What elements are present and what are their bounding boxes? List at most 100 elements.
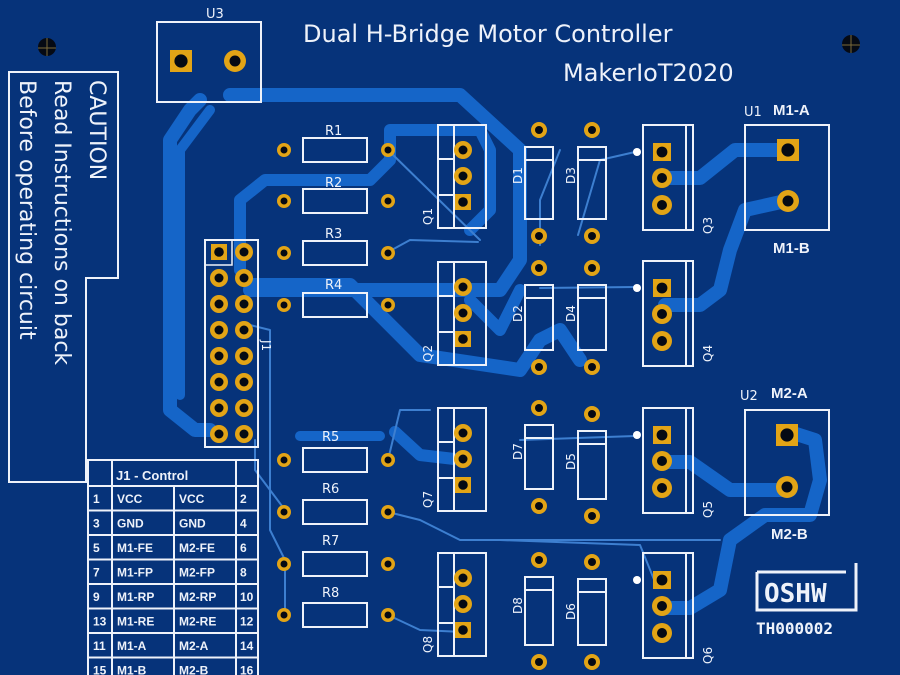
transistor-outline-left-3 (437, 407, 487, 512)
drill-hole (458, 334, 468, 344)
drill-hole (535, 126, 543, 134)
pinout-left-signal: GND (117, 517, 144, 531)
drill-hole (280, 301, 288, 309)
pinout-left-signal: M1-FP (117, 566, 153, 580)
caution-box: CAUTION Read Instructions on back Before… (8, 71, 119, 483)
resistor-body-r5 (302, 447, 368, 473)
diode-body-8 (577, 578, 607, 646)
oshw-logo-text: OSHW (764, 579, 827, 609)
drill-hole (781, 481, 793, 493)
diode-body-6 (577, 430, 607, 500)
drill-hole (657, 200, 667, 210)
label-d7: D7 (511, 443, 525, 460)
drill-hole (384, 146, 392, 154)
drill-hole (239, 299, 249, 309)
resistor-body-r4 (302, 292, 368, 318)
u3-outline (156, 21, 262, 103)
diode-body-1 (524, 146, 554, 220)
drill-hole (535, 502, 543, 510)
diode-body-3 (524, 284, 554, 351)
drill-hole (535, 556, 543, 564)
motor2-a-trace (658, 455, 797, 497)
drill-hole (458, 573, 468, 583)
drill-hole (280, 456, 288, 464)
drill-hole (656, 146, 668, 158)
q7-trace (389, 426, 469, 466)
drill-hole (280, 146, 288, 154)
pinout-left-signal: M1-A (117, 639, 147, 653)
label-r7: R7 (322, 534, 339, 549)
drill-hole (458, 480, 468, 490)
pinout-left-pin: 9 (93, 590, 100, 604)
signal-r8-q8 (387, 614, 464, 633)
drill-hole (535, 404, 543, 412)
drill-hole (657, 483, 667, 493)
via (633, 148, 641, 156)
drill-hole (657, 309, 667, 319)
drill-hole (657, 456, 667, 466)
drill-hole (656, 282, 668, 294)
label-q8: Q8 (421, 636, 435, 653)
transistor-outline-left-4 (437, 552, 487, 657)
label-u1: U1 (744, 105, 762, 120)
pinout-left-pin: 13 (93, 615, 107, 629)
label-j1: J1 (259, 339, 273, 351)
signal-j1-r8 (249, 324, 286, 613)
resistor-body-r7 (302, 551, 368, 577)
drill-hole (239, 429, 249, 439)
resistor-body-r8 (302, 602, 368, 628)
mounting-hole-top-right (842, 35, 860, 53)
pinout-right-signal: M2-FP (179, 566, 215, 580)
label-r2: R2 (325, 176, 342, 191)
q2-link-trace (464, 284, 526, 336)
diode-body-4 (577, 284, 607, 351)
transistor-outline-left-1 (437, 124, 487, 229)
power-trace-outer (163, 93, 217, 437)
drill-hole (588, 126, 596, 134)
j1-pin1-marker (204, 239, 233, 266)
pinout-right-pin: 16 (240, 664, 254, 675)
pinout-left-pin: 5 (93, 541, 100, 555)
drill-hole (214, 247, 224, 257)
label-r8: R8 (322, 586, 339, 601)
drill-hole (458, 308, 468, 318)
label-r6: R6 (322, 482, 339, 497)
transistor-outline-right-1 (642, 124, 694, 231)
signal-r1-q1 (387, 149, 481, 241)
drill-hole (458, 454, 468, 464)
motor1-a-trace (658, 143, 797, 185)
drill-hole (239, 325, 249, 335)
label-q6: Q6 (701, 647, 715, 664)
pinout-left-pin: 11 (93, 639, 106, 653)
pinout-right-pin: 6 (240, 541, 247, 555)
label-q7: Q7 (421, 491, 435, 508)
label-d1: D1 (511, 167, 525, 184)
pinout-right-signal: M2-B (179, 664, 209, 675)
drill-hole (384, 197, 392, 205)
label-r4: R4 (325, 278, 342, 293)
label-d4: D4 (564, 305, 578, 322)
pinout-right-signal: M2-RP (179, 590, 216, 604)
drill-hole (535, 363, 543, 371)
silkscreen-outlines (156, 21, 830, 659)
label-q2: Q2 (421, 345, 435, 362)
via (633, 431, 641, 439)
motor1-b-trace (658, 193, 797, 312)
signal-d8-q6 (499, 539, 656, 583)
pinout-right-signal: VCC (179, 492, 205, 506)
pinout-left-pin: 7 (93, 566, 100, 580)
resistor-body-r6 (302, 499, 368, 525)
pinout-left-signal: VCC (117, 492, 143, 506)
drill-hole (535, 232, 543, 240)
signal-r5-q7 (387, 409, 431, 461)
board-title: Dual H-Bridge Motor Controller (303, 20, 673, 48)
drill-hole (214, 403, 224, 413)
drill-hole (657, 173, 667, 183)
pinout-right-signal: M2-RE (179, 615, 216, 629)
label-d2: D2 (511, 305, 525, 322)
pinout-left-signal: M1-RP (117, 590, 154, 604)
label-d8: D8 (511, 597, 525, 614)
pinout-right-signal: GND (179, 517, 206, 531)
oshw-certification-id: TH000002 (756, 619, 833, 638)
